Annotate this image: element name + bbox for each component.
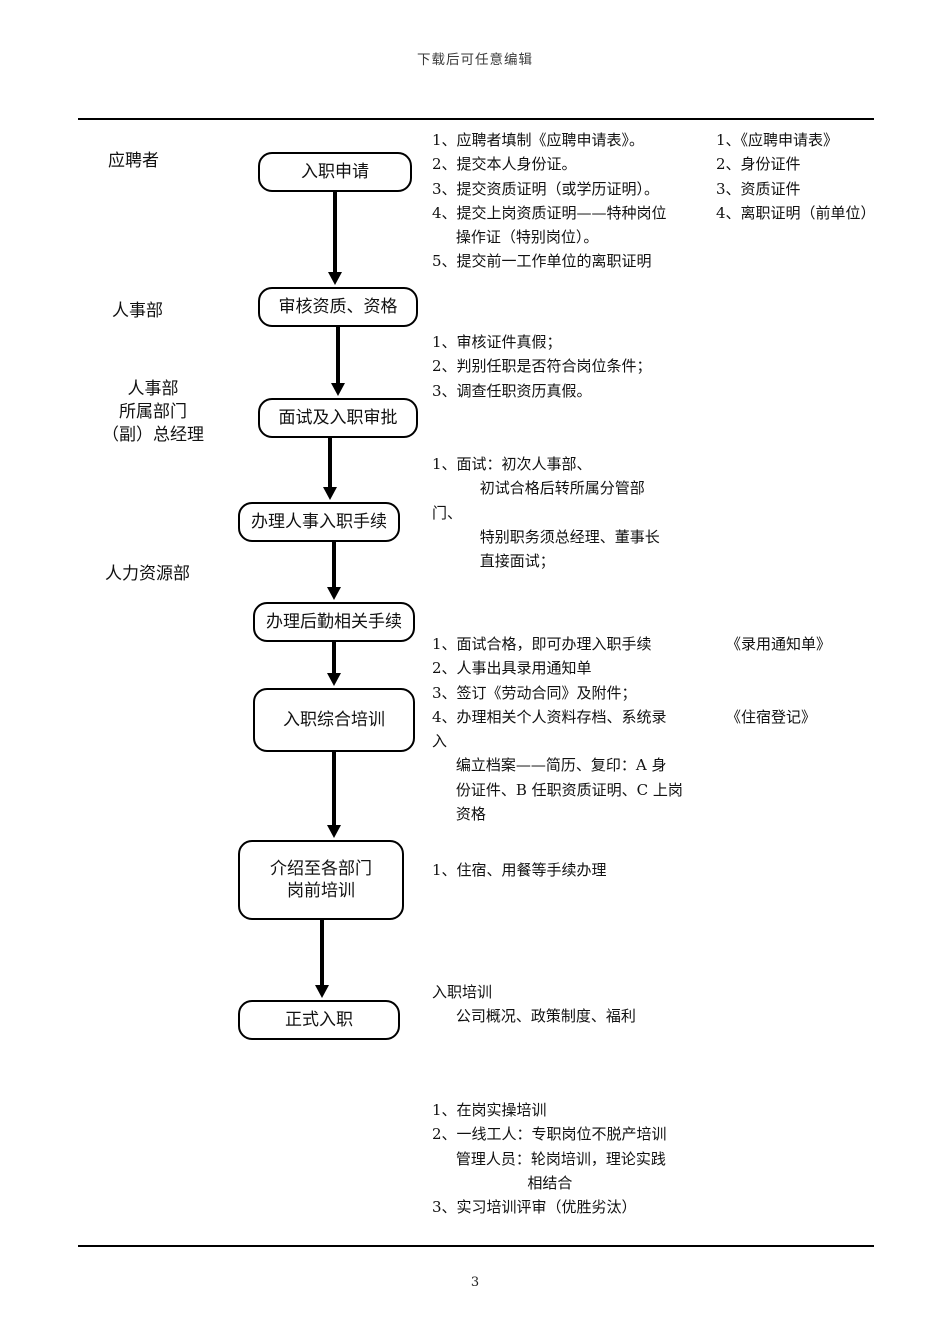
note-orientation-training: 入职培训 公司概况、政策制度、福利 xyxy=(432,983,636,1026)
note-logistics-points: 1、住宿、用餐等手续办理 xyxy=(432,861,607,879)
flow-box-review-qualification[interactable]: 审核资质、资格 xyxy=(258,287,418,327)
role-label-hr-dept-manager: 人事部 所属部门 （副）总经理 xyxy=(102,379,204,445)
note-hr-procedure-points: 1、面试合格，即可办理入职手续 2、人事出具录用通知单 3、签订《劳动合同》及附… xyxy=(432,635,683,824)
flow-box-onboarding-application[interactable]: 入职申请 xyxy=(258,152,412,192)
note-interview-points: 1、面试：初次人事部、 初试合格后转所属分管部 门、 特别职务须总经理、董事长 … xyxy=(432,455,660,571)
flow-box-interview-approval[interactable]: 面试及入职审批 xyxy=(258,398,418,438)
flow-box-logistics-procedure[interactable]: 办理后勤相关手续 xyxy=(253,602,415,642)
document-header-note: 下载后可任意编辑 xyxy=(417,52,533,68)
flow-box-formal-onboarding[interactable]: 正式入职 xyxy=(238,1000,400,1040)
top-horizontal-rule xyxy=(78,118,874,120)
note-hr-procedure-doc-offer-letter: 《录用通知单》 xyxy=(726,635,832,653)
note-hr-procedure-doc-accommodation: 《住宿登记》 xyxy=(726,708,817,726)
role-label-hr-department: 人事部 xyxy=(112,301,163,321)
flow-box-intro-to-departments[interactable]: 介绍至各部门 岗前培训 xyxy=(238,840,404,920)
flow-box-comprehensive-training[interactable]: 入职综合培训 xyxy=(253,688,415,752)
role-label-human-resources: 人力资源部 xyxy=(105,564,190,584)
note-application-documents: 1、《应聘申请表》 2、身份证件 3、资质证件 4、离职证明（前单位） xyxy=(716,131,876,222)
note-application-requirements: 1、应聘者填制《应聘申请表》。 2、提交本人身份证。 3、提交资质证明（或学历证… xyxy=(432,131,667,271)
flow-box-hr-onboarding-procedure[interactable]: 办理人事入职手续 xyxy=(238,502,400,542)
page-number: 3 xyxy=(470,1275,480,1290)
role-label-applicant: 应聘者 xyxy=(108,151,159,171)
note-on-job-training: 1、在岗实操培训 2、一线工人：专职岗位不脱产培训 管理人员：轮岗培训，理论实践… xyxy=(432,1101,667,1217)
bottom-horizontal-rule xyxy=(78,1245,874,1247)
note-review-points: 1、审核证件真假； 2、判别任职是否符合岗位条件； 3、调查任职资历真假。 xyxy=(432,333,652,400)
